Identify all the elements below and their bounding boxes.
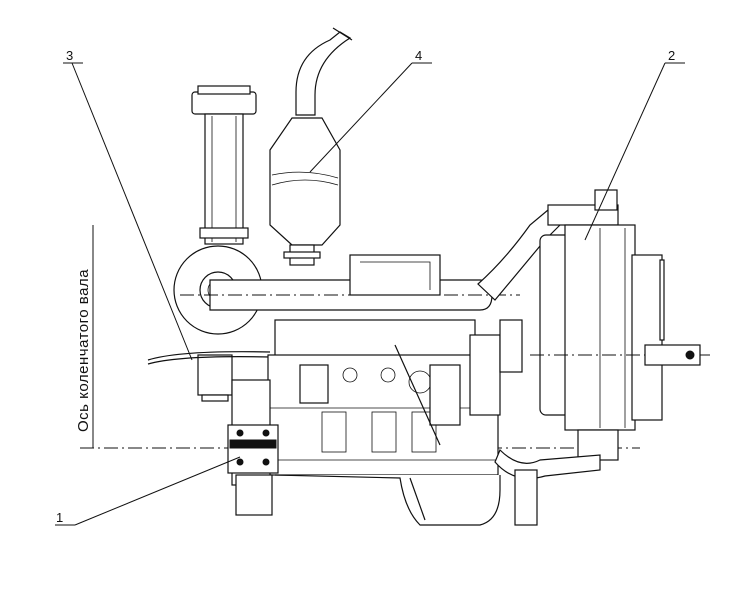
exhaust-system (269, 27, 353, 266)
callout-1: 1 (56, 510, 63, 525)
callout-3: 3 (66, 48, 73, 63)
callout-leaders (55, 62, 685, 526)
callout-4: 4 (415, 48, 422, 63)
air-cleaner (147, 85, 271, 402)
axis-label: Ось коленчатого вала (75, 269, 92, 432)
radiator (530, 224, 710, 461)
callout-2: 2 (668, 48, 675, 63)
coolant-hose (494, 448, 601, 526)
engine-mount (227, 424, 279, 474)
engine-block (231, 254, 523, 526)
